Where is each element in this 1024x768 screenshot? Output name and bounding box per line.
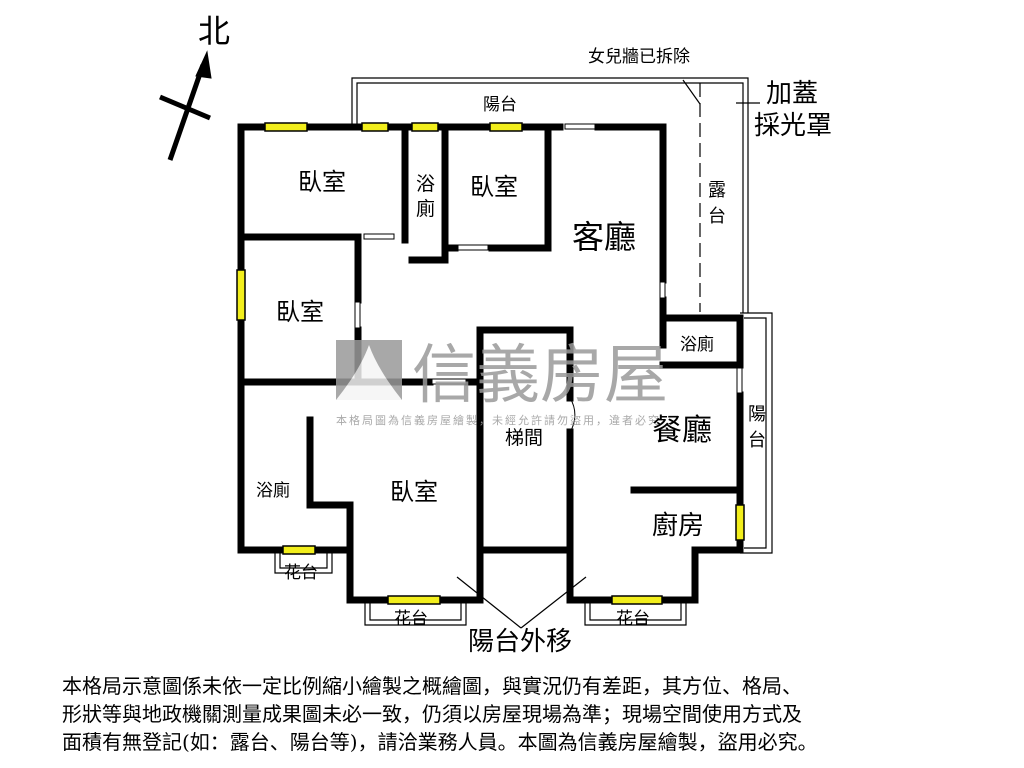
compass-icon	[159, 50, 212, 161]
bedroom-4-label: 臥室	[390, 478, 438, 506]
watermark-brand: 信義房屋	[412, 339, 668, 413]
doors	[354, 123, 743, 433]
north-label: 北	[198, 12, 230, 50]
terrace-label: 露	[708, 180, 726, 201]
balcony-right-label-2: 台	[748, 430, 766, 451]
bedroom-3-label: 臥室	[276, 298, 324, 326]
planter-2-label: 花台	[394, 609, 428, 629]
watermark-notice: 本格局圖為信義房屋繪製，未經允許請勿盜用，違者必究	[336, 413, 661, 427]
bath-1-label: 浴	[416, 173, 435, 195]
balcony-outline	[274, 77, 773, 629]
bath-1-label-2: 廁	[416, 197, 435, 220]
terrace-label-2: 台	[708, 206, 726, 227]
added-skylight-label-2: 採光罩	[754, 111, 832, 141]
added-skylight-label: 加蓋	[766, 79, 818, 109]
balcony-top-label: 陽台	[483, 95, 517, 115]
planter-1-label: 花台	[284, 563, 318, 583]
disclaimer: 本格局示意圖係未依一定比例縮小繪製之概繪圖，與實況仍有差距，其方位、格局、 形狀…	[62, 672, 982, 756]
balcony-right-label: 陽	[748, 404, 766, 425]
planter-3-label: 花台	[616, 609, 650, 629]
stairwell-label: 梯間	[505, 427, 543, 449]
balcony-moved-label: 陽台外移	[468, 627, 572, 657]
watermark: 信義房屋 本格局圖為信義房屋繪製，未經允許請勿盜用，違者必究	[336, 339, 668, 427]
dining-room-label: 餐廳	[652, 413, 712, 448]
bath-3-label: 浴廁	[256, 480, 290, 501]
windows	[236, 122, 745, 605]
disclaimer-line: 形狀等與地政機關測量成果圖未必一致，仍須以房屋現場為準；現場空間使用方式及	[62, 702, 802, 726]
kitchen-label: 廚房	[652, 511, 704, 541]
disclaimer-line: 本格局示意圖係未依一定比例縮小繪製之概繪圖，與實況仍有差距，其方位、格局、	[62, 674, 802, 698]
parapet-removed-label: 女兒牆已拆除	[588, 47, 690, 67]
bedroom-2-label: 臥室	[470, 173, 518, 201]
room-labels: 女兒牆已拆除 加蓋 採光罩 陽台 臥室 浴 廁 臥室 客廳 露 台 臥室 浴廁 …	[256, 47, 832, 657]
bedroom-1-label: 臥室	[298, 168, 346, 196]
living-room-label: 客廳	[572, 218, 636, 256]
bath-2-label: 浴廁	[680, 334, 714, 355]
disclaimer-line: 面積有無登記(如：露台、陽台等)，請洽業務人員。本圖為信義房屋繪製，盜用必究。	[62, 730, 818, 754]
